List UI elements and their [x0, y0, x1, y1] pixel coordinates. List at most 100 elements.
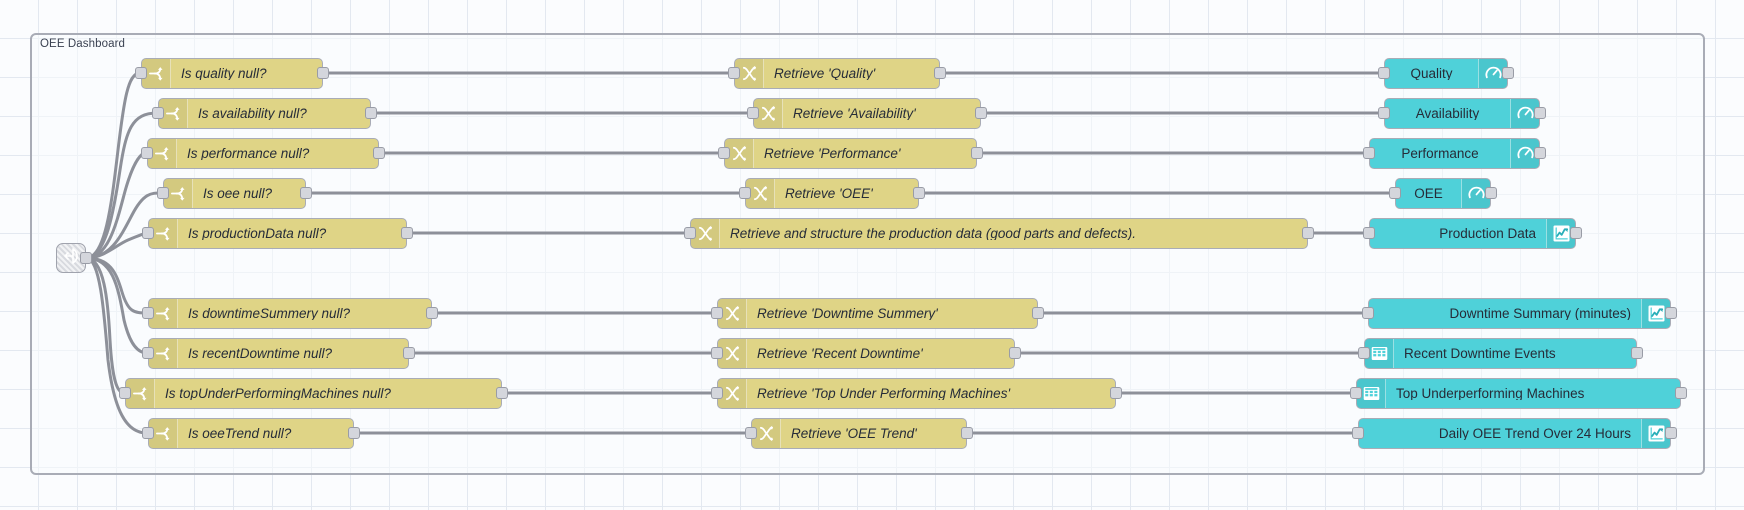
switch-input-port-topUnderPerformingMachines[interactable] [119, 387, 131, 399]
dashboard-input-port-performance[interactable] [1363, 147, 1375, 159]
dashboard-input-port-productionData[interactable] [1363, 227, 1375, 239]
switch-input-port-productionData[interactable] [142, 227, 154, 239]
switch-output-port-productionData[interactable] [401, 227, 413, 239]
function-node-productionData[interactable]: Retrieve and structure the production da… [690, 218, 1308, 249]
function-node-oee[interactable]: Retrieve 'OEE' [745, 178, 919, 209]
dashboard-input-port-recentDowntime[interactable] [1358, 347, 1370, 359]
function-input-port-topUnderPerformingMachines[interactable] [711, 387, 723, 399]
dashboard-node-quality[interactable]: Quality [1384, 58, 1508, 89]
switch-output-port-quality[interactable] [317, 67, 329, 79]
dashboard-node-downtimeSummery[interactable]: Downtime Summary (minutes) [1368, 298, 1671, 329]
function-node-quality[interactable]: Retrieve 'Quality' [734, 58, 940, 89]
dashboard-output-port-availability[interactable] [1534, 107, 1546, 119]
dashboard-label-topUnderPerformingMachines: Top Underperforming Machines [1396, 386, 1585, 401]
link-in-icon [62, 247, 80, 270]
switch-node-topUnderPerformingMachines[interactable]: Is topUnderPerformingMachines null? [125, 378, 502, 409]
switch-input-port-availability[interactable] [152, 107, 164, 119]
switch-output-port-oee[interactable] [300, 187, 312, 199]
function-output-port-quality[interactable] [934, 67, 946, 79]
dashboard-input-port-oee[interactable] [1389, 187, 1401, 199]
function-output-port-oee[interactable] [913, 187, 925, 199]
group-label: OEE Dashboard [40, 38, 126, 50]
function-input-port-oee[interactable] [739, 187, 751, 199]
dashboard-output-port-productionData[interactable] [1570, 227, 1582, 239]
switch-node-recentDowntime[interactable]: Is recentDowntime null? [148, 338, 409, 369]
switch-input-port-oeeTrend[interactable] [142, 427, 154, 439]
function-output-port-oeeTrend[interactable] [961, 427, 973, 439]
function-output-port-productionData[interactable] [1302, 227, 1314, 239]
switch-input-port-quality[interactable] [135, 67, 147, 79]
function-input-port-quality[interactable] [728, 67, 740, 79]
switch-output-port-downtimeSummery[interactable] [426, 307, 438, 319]
switch-output-port-oeeTrend[interactable] [348, 427, 360, 439]
function-input-port-downtimeSummery[interactable] [711, 307, 723, 319]
dashboard-output-port-oee[interactable] [1485, 187, 1497, 199]
function-output-port-recentDowntime[interactable] [1009, 347, 1021, 359]
function-label-oeeTrend: Retrieve 'OEE Trend' [791, 426, 917, 441]
switch-output-port-performance[interactable] [373, 147, 385, 159]
function-input-port-performance[interactable] [718, 147, 730, 159]
dashboard-output-port-quality[interactable] [1502, 67, 1514, 79]
dashboard-node-topUnderPerformingMachines[interactable]: Top Underperforming Machines [1356, 378, 1681, 409]
dashboard-output-port-performance[interactable] [1534, 147, 1546, 159]
link-in-output-port[interactable] [80, 252, 92, 264]
dashboard-node-productionData[interactable]: Production Data [1369, 218, 1576, 249]
dashboard-input-port-quality[interactable] [1378, 67, 1390, 79]
function-input-port-recentDowntime[interactable] [711, 347, 723, 359]
dashboard-output-port-topUnderPerformingMachines[interactable] [1675, 387, 1687, 399]
dashboard-node-oee[interactable]: OEE [1395, 178, 1491, 209]
function-label-downtimeSummery: Retrieve 'Downtime Summery' [757, 306, 938, 321]
switch-node-oee[interactable]: Is oee null? [163, 178, 306, 209]
function-label-recentDowntime: Retrieve 'Recent Downtime' [757, 346, 923, 361]
dashboard-output-port-recentDowntime[interactable] [1631, 347, 1643, 359]
dashboard-input-port-topUnderPerformingMachines[interactable] [1350, 387, 1362, 399]
switch-icon [164, 179, 193, 208]
switch-output-port-topUnderPerformingMachines[interactable] [496, 387, 508, 399]
dashboard-node-performance[interactable]: Performance [1369, 138, 1540, 169]
function-node-downtimeSummery[interactable]: Retrieve 'Downtime Summery' [717, 298, 1038, 329]
switch-node-productionData[interactable]: Is productionData null? [148, 218, 407, 249]
switch-input-port-recentDowntime[interactable] [142, 347, 154, 359]
function-input-port-availability[interactable] [747, 107, 759, 119]
function-node-topUnderPerformingMachines[interactable]: Retrieve 'Top Under Performing Machines' [717, 378, 1116, 409]
switch-node-performance[interactable]: Is performance null? [147, 138, 379, 169]
function-input-port-oeeTrend[interactable] [745, 427, 757, 439]
function-input-port-productionData[interactable] [684, 227, 696, 239]
function-label-topUnderPerformingMachines: Retrieve 'Top Under Performing Machines' [757, 386, 1011, 401]
dashboard-label-availability: Availability [1415, 106, 1480, 121]
function-output-port-topUnderPerformingMachines[interactable] [1110, 387, 1122, 399]
dashboard-output-port-oeeTrend[interactable] [1665, 427, 1677, 439]
switch-node-quality[interactable]: Is quality null? [141, 58, 323, 89]
switch-node-downtimeSummery[interactable]: Is downtimeSummery null? [148, 298, 432, 329]
switch-node-availability[interactable]: Is availability null? [158, 98, 371, 129]
dashboard-node-availability[interactable]: Availability [1384, 98, 1540, 129]
dashboard-input-port-downtimeSummery[interactable] [1362, 307, 1374, 319]
dashboard-input-port-availability[interactable] [1378, 107, 1390, 119]
switch-label-oee: Is oee null? [203, 186, 273, 201]
switch-label-performance: Is performance null? [187, 146, 310, 161]
dashboard-node-recentDowntime[interactable]: Recent Downtime Events [1364, 338, 1637, 369]
switch-label-recentDowntime: Is recentDowntime null? [188, 346, 333, 361]
dashboard-label-oee: OEE [1414, 186, 1443, 201]
function-node-recentDowntime[interactable]: Retrieve 'Recent Downtime' [717, 338, 1015, 369]
switch-output-port-recentDowntime[interactable] [403, 347, 415, 359]
switch-label-oeeTrend: Is oeeTrend null? [188, 426, 292, 441]
function-node-oeeTrend[interactable]: Retrieve 'OEE Trend' [751, 418, 967, 449]
function-output-port-availability[interactable] [975, 107, 987, 119]
dashboard-label-quality: Quality [1410, 66, 1453, 81]
function-output-port-performance[interactable] [971, 147, 983, 159]
switch-input-port-oee[interactable] [157, 187, 169, 199]
switch-input-port-performance[interactable] [141, 147, 153, 159]
function-node-availability[interactable]: Retrieve 'Availability' [753, 98, 981, 129]
dashboard-label-recentDowntime: Recent Downtime Events [1404, 346, 1556, 361]
function-output-port-downtimeSummery[interactable] [1032, 307, 1044, 319]
switch-node-oeeTrend[interactable]: Is oeeTrend null? [148, 418, 354, 449]
function-label-productionData: Retrieve and structure the production da… [730, 226, 1136, 241]
dashboard-node-oeeTrend[interactable]: Daily OEE Trend Over 24 Hours [1358, 418, 1671, 449]
dashboard-input-port-oeeTrend[interactable] [1352, 427, 1364, 439]
function-node-performance[interactable]: Retrieve 'Performance' [724, 138, 977, 169]
dashboard-output-port-downtimeSummery[interactable] [1665, 307, 1677, 319]
switch-output-port-availability[interactable] [365, 107, 377, 119]
switch-input-port-downtimeSummery[interactable] [142, 307, 154, 319]
